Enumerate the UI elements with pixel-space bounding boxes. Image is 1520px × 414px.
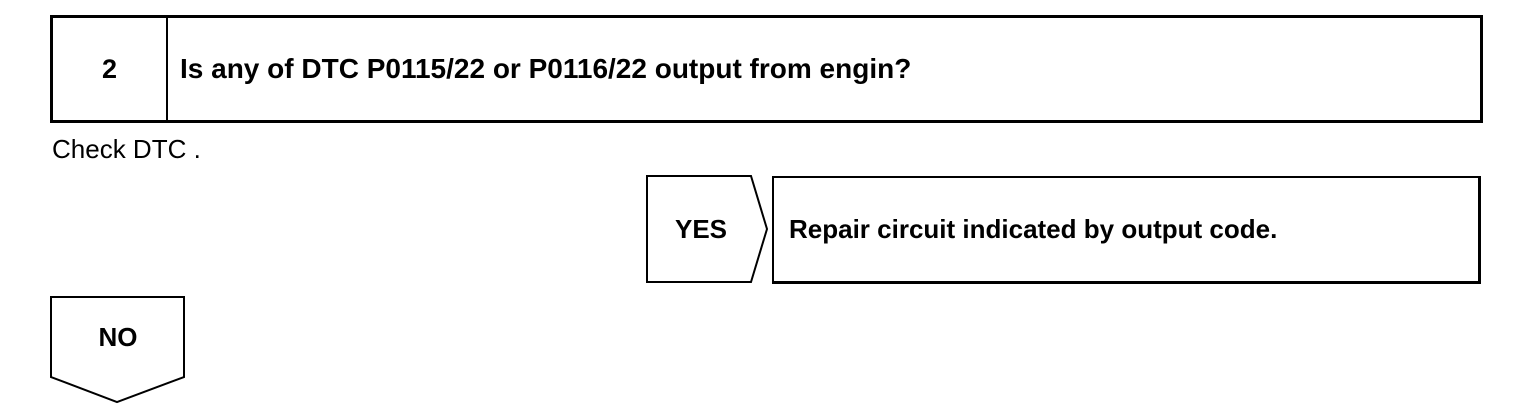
step-question: Is any of DTC P0115/22 or P0116/22 outpu… [180,53,912,84]
step-header-box: 2 Is any of DTC P0115/22 or P0116/22 out… [50,15,1483,123]
yes-result-text: Repair circuit indicated by output code. [789,214,1278,244]
no-arrow-shape [50,296,185,404]
instruction-text: Check DTC . [52,134,201,164]
yes-label: YES [674,213,728,244]
yes-arrow-shape [646,175,769,283]
yes-result-box: Repair circuit indicated by output code. [772,176,1481,284]
no-label: NO [98,321,138,352]
step-number: 2 [53,18,168,120]
